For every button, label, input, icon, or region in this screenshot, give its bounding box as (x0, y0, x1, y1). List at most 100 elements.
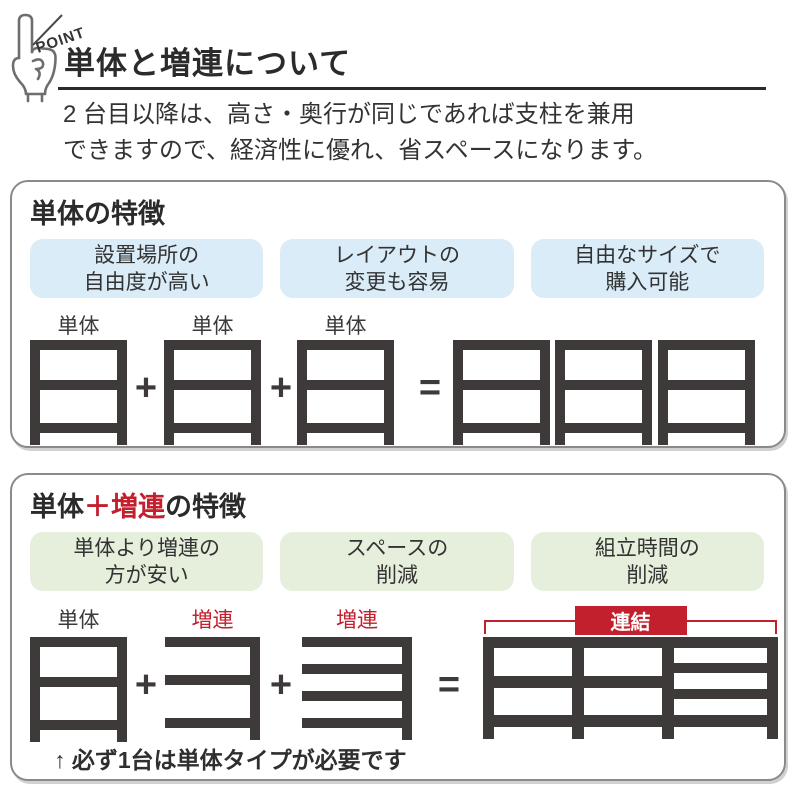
feature-line: 自由なサイズで (574, 243, 721, 267)
point-slash-line (32, 14, 63, 46)
feature-pill-space: スペースの 削減 (280, 532, 514, 591)
addon-panel: 単体＋増連の特徴 単体より増連の 方が安い スペースの 削減 組立時間の 削減 … (10, 473, 786, 781)
feature-line: スペースの (345, 536, 449, 560)
shelf-bar (165, 637, 260, 647)
feature-line: 設置場所の (94, 243, 200, 267)
feature-pill-layout: レイアウトの 変更も容易 (280, 239, 514, 298)
shelf-bar (164, 380, 261, 390)
shelf-bar (302, 691, 412, 701)
shelf-post (164, 340, 174, 445)
feature-pill-price: 単体より増連の 方が安い (30, 532, 264, 591)
shelf-post (767, 637, 778, 739)
page-title: 単体と増連について (64, 46, 352, 81)
plus-sign: + (269, 664, 293, 706)
shelf-unit-result (658, 340, 755, 445)
shelf-bar (555, 340, 652, 350)
shelf-post (483, 637, 494, 739)
addon-heading: 単体＋増連の特徴 (30, 485, 246, 524)
shelf-bar (30, 720, 127, 730)
shelf-post (662, 637, 674, 739)
hand-fist (11, 46, 57, 96)
addon-heading-part: 単体 (30, 492, 84, 522)
shelf-unit-standalone (30, 637, 127, 742)
intro-description: 2 台目以降は、高さ・奥行が同じであれば支柱を兼用 できますので、経済性に優れ、… (63, 97, 657, 169)
shelf-bar (658, 380, 755, 390)
standalone-required-note: ↑ 必ず1台は単体タイプが必要です (54, 747, 407, 773)
unit-label-addon: 増連 (336, 609, 378, 632)
shelf-bar (297, 380, 394, 390)
feature-line: 方が安い (104, 563, 189, 587)
shelf-post (30, 340, 40, 445)
plus-sign: + (134, 367, 158, 409)
shelf-bar (483, 676, 674, 688)
shelf-bar (483, 637, 778, 648)
shelf-bar (30, 380, 127, 390)
shelf-bar (453, 340, 550, 350)
plus-sign: + (134, 664, 158, 706)
point-hand-icon: POINT (11, 13, 87, 103)
standalone-feature-row: 設置場所の 自由度が高い レイアウトの 変更も容易 自由なサイズで 購入可能 (30, 239, 764, 298)
shelf-bar (483, 715, 778, 727)
shelf-unit-addon (165, 637, 260, 740)
feature-pill-size: 自由なサイズで 購入可能 (530, 239, 764, 298)
shelf-post (251, 340, 261, 445)
shelf-unit-standalone (297, 340, 394, 445)
shelf-bar (674, 689, 778, 699)
connector-label-badge: 連結 (574, 606, 687, 635)
shelf-bar (164, 423, 261, 433)
feature-line: 組立時間の (594, 536, 700, 560)
shelf-bar (164, 340, 261, 350)
connector-label: 連結 (610, 612, 651, 634)
shelf-bar (165, 675, 260, 685)
feature-pill-assembly: 組立時間の 削減 (530, 532, 764, 591)
connector-bracket-tick (775, 620, 777, 634)
shelf-post (297, 340, 307, 445)
standalone-panel: 単体の特徴 設置場所の 自由度が高い レイアウトの 変更も容易 自由なサイズで … (10, 180, 786, 448)
feature-pill-placement: 設置場所の 自由度が高い (30, 239, 264, 298)
shelf-post (572, 637, 584, 739)
shelf-unit-result (453, 340, 550, 445)
feature-line: 削減 (626, 563, 669, 587)
equals-sign: = (437, 664, 461, 706)
shelf-bar (658, 423, 755, 433)
unit-label-standalone: 単体 (324, 315, 367, 338)
shelf-post (555, 340, 565, 445)
unit-label-addon: 増連 (191, 609, 234, 632)
shelf-unit-result (555, 340, 652, 445)
shelf-post (30, 637, 40, 742)
shelf-unit-standalone (30, 340, 127, 445)
shelf-post (117, 340, 127, 445)
shelf-bar (555, 380, 652, 390)
intro-line-1: 2 台目以降は、高さ・奥行が同じであれば支柱を兼用 (63, 101, 635, 128)
shelf-post (117, 637, 127, 742)
shelf-bar (297, 340, 394, 350)
hand-wrist (26, 92, 44, 103)
addon-feature-row: 単体より増連の 方が安い スペースの 削減 組立時間の 削減 (30, 532, 764, 591)
shelf-unit-standalone (164, 340, 261, 445)
feature-line: レイアウトの (333, 243, 460, 267)
intro-line-2: できますので、経済性に優れ、省スペースになります。 (63, 137, 657, 164)
standalone-heading: 単体の特徴 (30, 199, 165, 229)
shelf-bar (302, 664, 412, 674)
shelf-post (250, 637, 260, 740)
feature-line: 自由度が高い (83, 270, 210, 294)
feature-line: 購入可能 (605, 270, 690, 294)
unit-label-standalone: 単体 (57, 315, 100, 338)
shelf-bar (297, 423, 394, 433)
shelf-bar (658, 340, 755, 350)
feature-line: 変更も容易 (344, 270, 450, 294)
equals-sign: = (418, 367, 442, 409)
shelf-post (453, 340, 463, 445)
shelf-bar (674, 663, 778, 673)
addon-heading-part: の特徴 (165, 492, 246, 522)
shelf-bar (30, 340, 127, 350)
feature-line: 削減 (375, 563, 418, 587)
shelf-bar (165, 718, 260, 728)
hand-thumb (31, 58, 45, 81)
shelf-post (402, 637, 412, 740)
shelf-post (658, 340, 668, 445)
title-underline (58, 87, 766, 90)
shelf-bar (30, 423, 127, 433)
hand-finger (17, 13, 34, 60)
